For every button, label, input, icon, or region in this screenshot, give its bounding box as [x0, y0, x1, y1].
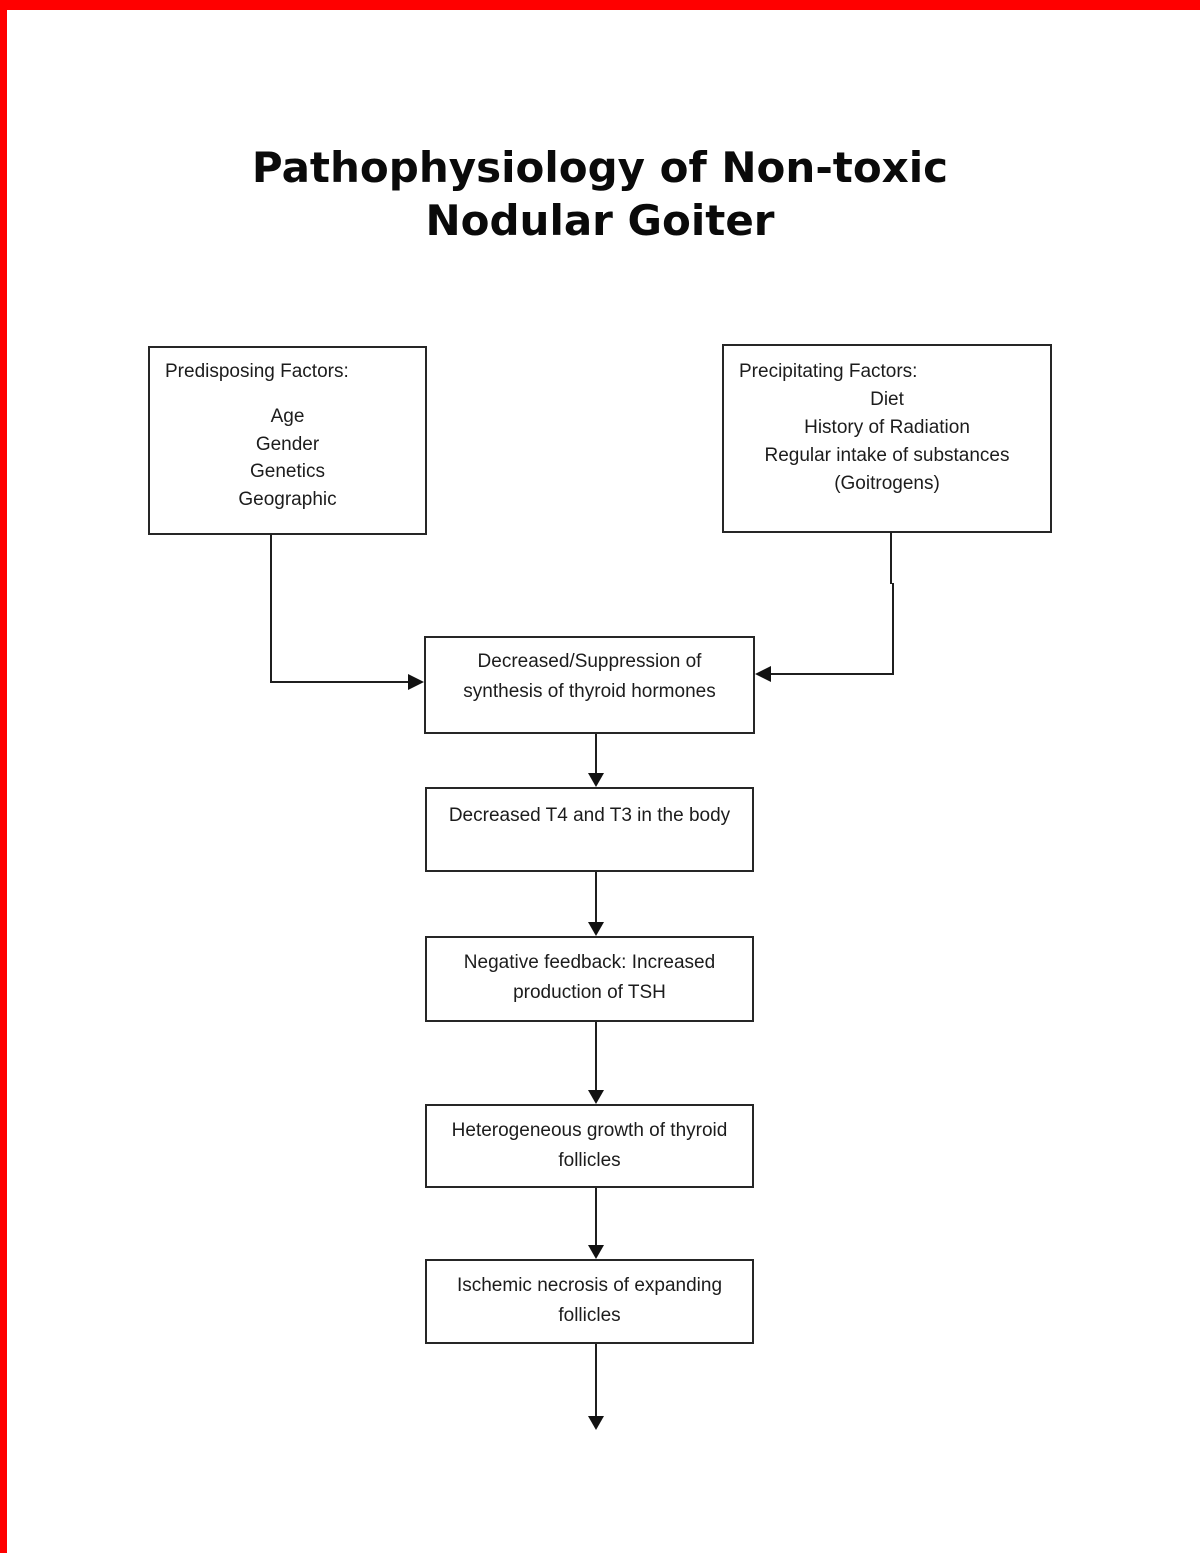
precipitating-factors-header: Precipitating Factors: [739, 361, 918, 382]
page-title: Pathophysiology of Non-toxic Nodular Goi… [0, 141, 1200, 247]
page-title-line2: Nodular Goiter [425, 196, 775, 245]
flow-arrow-1-line [595, 734, 597, 774]
flow-box-ischemic-necrosis-line1: Ischemic necrosis of expanding [456, 1275, 723, 1296]
flow-box-decreased-t4-t3: Decreased T4 and T3 in the body [425, 787, 754, 872]
precipitating-item-substances: Regular intake of substances [764, 445, 1010, 466]
precipitating-connector-horizontal-line [771, 673, 894, 675]
flow-box-suppression: Decreased/Suppression of synthesis of th… [424, 636, 755, 734]
left-edge-marker [0, 0, 7, 1553]
flow-arrow-2-head-down-icon [588, 922, 604, 936]
predisposing-item-geographic: Geographic [238, 488, 337, 510]
flow-box-suppression-line2: synthesis of thyroid hormones [463, 681, 716, 702]
flow-box-heterogeneous-growth-line2: follicles [558, 1150, 621, 1171]
predisposing-item-genetics: Genetics [250, 461, 325, 482]
precipitating-arrowhead-left-icon [755, 666, 771, 682]
precipitating-factors-box: Precipitating Factors: Diet History of R… [722, 344, 1052, 533]
flow-arrow-3-head-down-icon [588, 1090, 604, 1104]
predisposing-arrowhead-right-icon [408, 674, 424, 690]
flow-box-ischemic-necrosis-line2: follicles [558, 1305, 621, 1326]
flow-arrow-4-line [595, 1188, 597, 1246]
flow-box-ischemic-necrosis: Ischemic necrosis of expanding follicles [425, 1259, 754, 1344]
page-title-line1: Pathophysiology of Non-toxic [251, 143, 949, 192]
predisposing-factors-header: Predisposing Factors: [165, 361, 349, 382]
predisposing-factors-list: Age Gender Genetics Geographic [150, 403, 425, 513]
predisposing-item-age: Age [270, 406, 305, 427]
predisposing-factors-box: Predisposing Factors: Age Gender Genetic… [148, 346, 427, 535]
precipitating-connector-vertical-line-upper [890, 532, 892, 584]
flow-box-negative-feedback: Negative feedback: Increased production … [425, 936, 754, 1022]
flow-box-suppression-line1: Decreased/Suppression of [477, 651, 702, 672]
precipitating-item-radiation: History of Radiation [804, 417, 970, 438]
precipitating-connector-vertical-line-lower [892, 583, 894, 675]
precipitating-item-diet: Diet [870, 389, 904, 410]
flow-box-decreased-t4-t3-line1: Decreased T4 and T3 in the body [448, 805, 731, 826]
flow-box-negative-feedback-line1: Negative feedback: Increased [463, 952, 716, 973]
flow-box-heterogeneous-growth-line1: Heterogeneous growth of thyroid [451, 1120, 728, 1141]
flow-arrow-5-head-down-icon [588, 1416, 604, 1430]
flow-box-negative-feedback-line2: production of TSH [513, 982, 666, 1003]
predisposing-item-gender: Gender [255, 433, 320, 455]
precipitating-item-goitrogens: (Goitrogens) [834, 473, 940, 494]
top-edge-marker [0, 0, 1200, 10]
flow-arrow-5-line [595, 1344, 597, 1417]
flow-arrow-2-line [595, 872, 597, 923]
flow-arrow-1-head-down-icon [588, 773, 604, 787]
flow-arrow-3-line [595, 1022, 597, 1091]
predisposing-connector-vertical-line [270, 534, 272, 683]
flow-arrow-4-head-down-icon [588, 1245, 604, 1259]
predisposing-connector-horizontal-line [270, 681, 408, 683]
precipitating-factors-list: Diet History of Radiation Regular intake… [724, 386, 1050, 498]
flow-box-heterogeneous-growth: Heterogeneous growth of thyroid follicle… [425, 1104, 754, 1188]
